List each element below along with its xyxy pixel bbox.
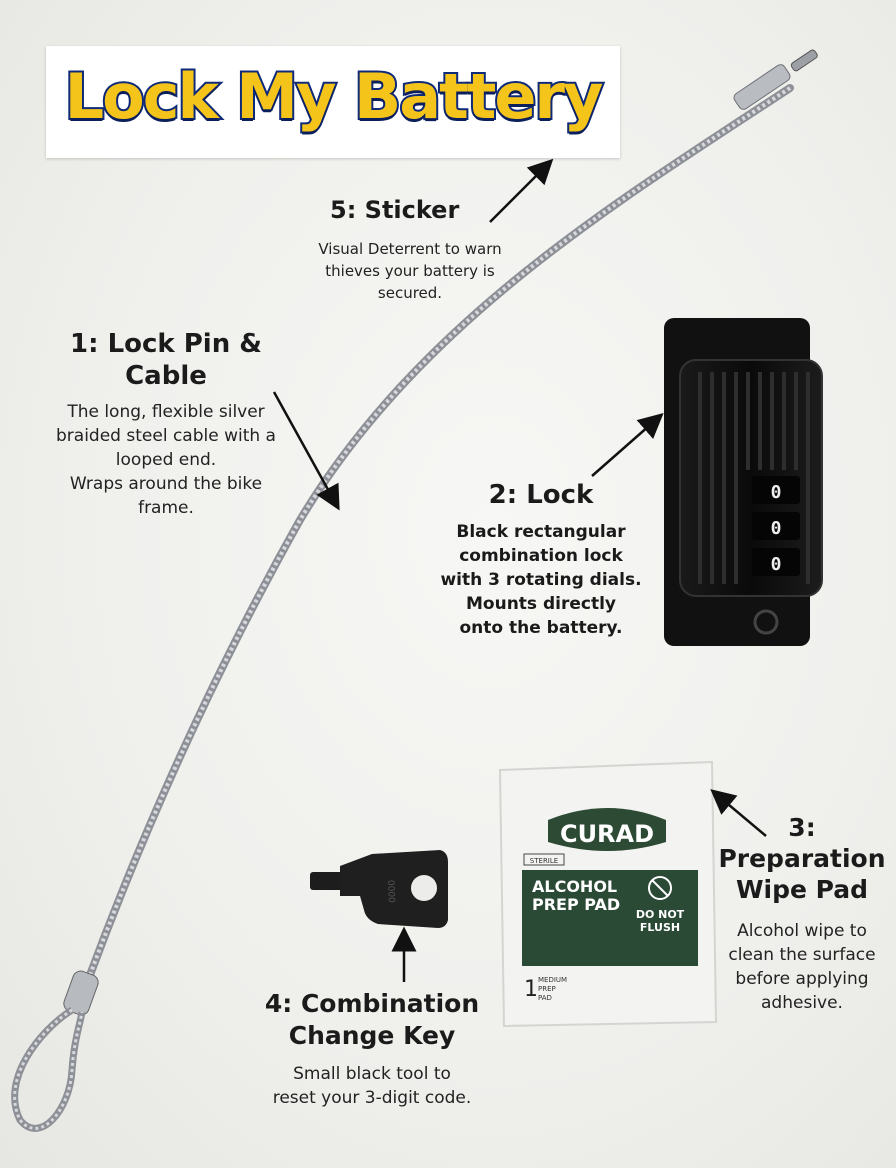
alcohol-prep-pad: CURAD STERILE ALCOHOL PREP PAD DO NOT FL…	[498, 760, 718, 1028]
lock-dial-3: 0	[771, 554, 782, 575]
callout-wipe: 3: Preparation Wipe Pad Alcohol wipe to …	[712, 812, 892, 1015]
svg-text:STERILE: STERILE	[530, 857, 558, 865]
arrow-cable	[272, 391, 340, 511]
callout-key-description: Small black tool to reset your 3-digit c…	[272, 1064, 472, 1108]
combination-change-key: 0000	[310, 850, 448, 928]
svg-text:ALCOHOL: ALCOHOL	[532, 877, 617, 896]
arrow-lock	[591, 413, 664, 477]
svg-text:PREP: PREP	[538, 985, 556, 993]
lock-dials: 0 0 0	[752, 476, 800, 576]
callout-key-heading: 4: Combination Change Key	[264, 989, 480, 1050]
svg-text:PREP PAD: PREP PAD	[532, 895, 620, 914]
curad-brand: CURAD	[560, 820, 654, 848]
callout-sticker-description: Visual Deterrent to warn thieves your ba…	[318, 240, 502, 302]
callout-cable-description: The long, flexible silver braided steel …	[56, 402, 276, 518]
svg-text:MEDIUM: MEDIUM	[538, 976, 567, 984]
callout-wipe-description: Alcohol wipe to clean the surface before…	[728, 921, 876, 1013]
callout-sticker: 5: Sticker Visual Deterrent to warn thie…	[300, 196, 520, 304]
callout-key: 4: Combination Change Key Small black to…	[250, 988, 494, 1110]
svg-text:PAD: PAD	[538, 994, 552, 1002]
logo-text: Lock My Battery	[63, 58, 606, 135]
callout-lock-description: Black rectangular combination lock with …	[440, 522, 642, 638]
callout-lock-heading: 2: Lock	[488, 480, 594, 510]
lock-dial-1: 0	[771, 482, 782, 503]
callout-wipe-heading: 3: Preparation Wipe Pad	[718, 813, 886, 904]
steel-cable	[11, 49, 818, 1132]
svg-text:0000: 0000	[385, 880, 396, 904]
callout-cable: 1: Lock Pin & Cable The long, flexible s…	[34, 328, 298, 520]
callout-sticker-heading: 5: Sticker	[330, 196, 460, 224]
lock-dial-2: 0	[771, 518, 782, 539]
combination-lock: 0 0 0	[664, 318, 823, 646]
arrow-sticker	[489, 158, 554, 223]
svg-text:1: 1	[524, 977, 538, 1002]
svg-text:FLUSH: FLUSH	[640, 921, 680, 934]
arrow-wipe	[710, 789, 767, 837]
callout-arrows	[272, 158, 767, 982]
svg-text:DO NOT: DO NOT	[636, 908, 685, 921]
callout-lock: 2: Lock Black rectangular combination lo…	[426, 480, 656, 640]
callout-cable-heading: 1: Lock Pin & Cable	[70, 329, 262, 391]
logo-sticker: Lock My Battery	[46, 46, 620, 158]
